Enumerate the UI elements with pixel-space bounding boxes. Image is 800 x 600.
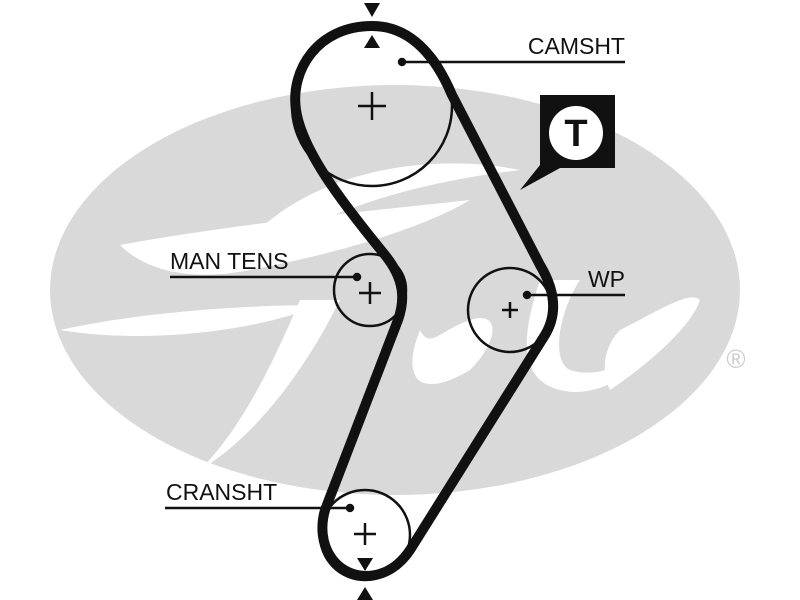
cam-timing-mark-outer-icon (364, 3, 380, 17)
water-pump-leader-dot (522, 290, 532, 300)
cam-timing-mark-inner-icon (364, 35, 380, 48)
watermark-stroke (604, 297, 700, 390)
water-pump-label: WP (588, 266, 625, 292)
tensioner-label: MAN TENS (170, 248, 288, 274)
camshaft-label: CAMSHT (528, 33, 625, 59)
watermark-oval (50, 85, 740, 495)
crankshaft-center-icon (354, 523, 376, 545)
watermark-stroke (412, 318, 493, 385)
water-pump-center-icon (502, 302, 518, 318)
watermark-stroke (60, 305, 320, 336)
crank-timing-mark-inner-icon (357, 558, 373, 571)
badge-circle (549, 106, 603, 160)
tensioner-badge: T (520, 95, 615, 190)
crank-timing-mark-outer-icon (357, 587, 373, 600)
crankshaft-label: CRANSHT (166, 479, 277, 505)
timing-belt (290, 21, 559, 581)
crankshaft-leader-dot (345, 503, 355, 513)
registered-mark: ® (726, 344, 745, 374)
tensioner-center-icon (359, 282, 381, 304)
camshaft-leader-dot (397, 57, 407, 67)
badge-letter: T (564, 113, 587, 155)
tensioner-leader-dot (352, 272, 362, 282)
watermark-stroke (120, 200, 470, 275)
gates-watermark: ® (50, 85, 746, 495)
camshaft-center-icon (358, 92, 386, 120)
watermark-stroke (200, 300, 340, 470)
